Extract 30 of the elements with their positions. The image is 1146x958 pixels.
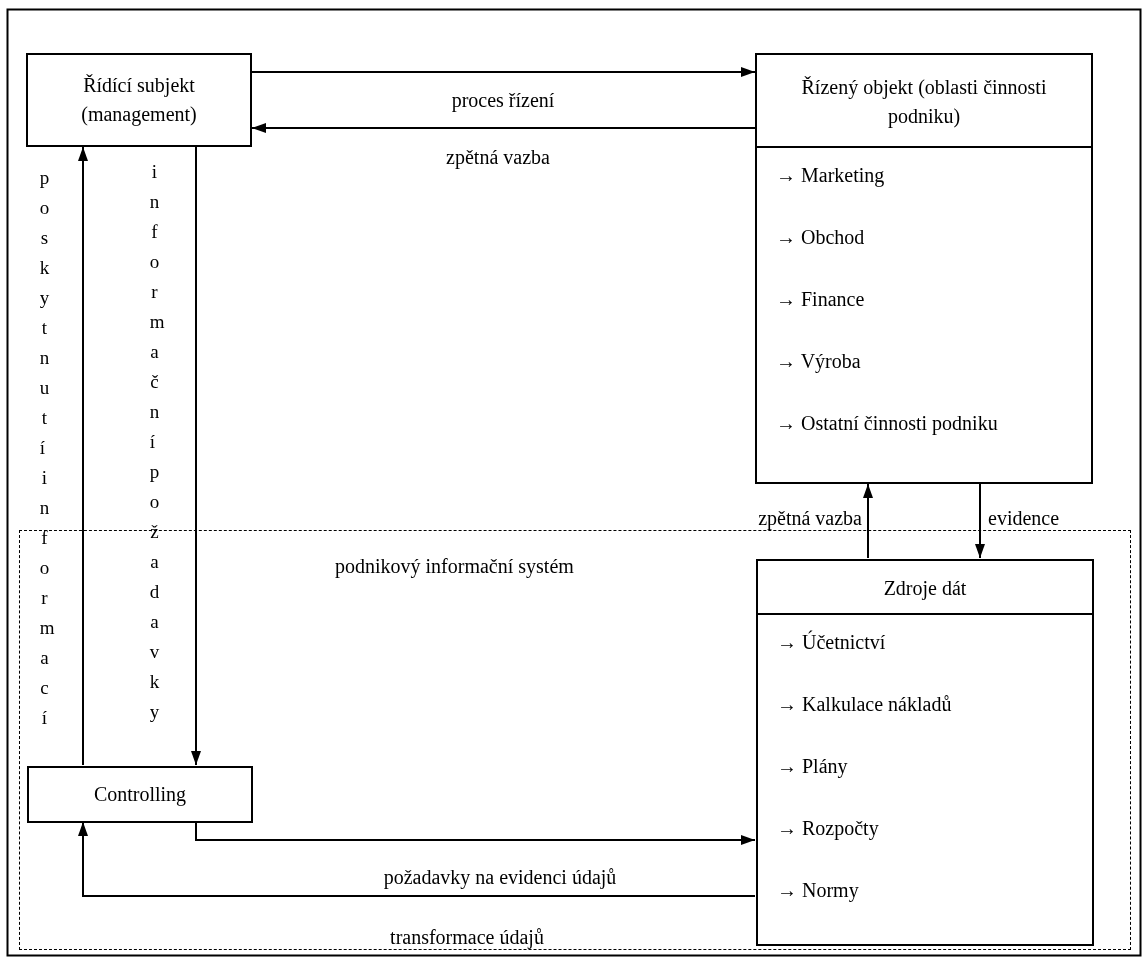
- list-item: → Rozpočty: [777, 816, 879, 842]
- list-item: → Obchod: [776, 225, 865, 250]
- edge-label: poskytnutí informací: [38, 166, 55, 730]
- list-item: → Finance: [776, 287, 865, 312]
- edge-label: transformace údajů: [390, 926, 544, 948]
- box-title: Controlling: [93, 782, 187, 808]
- arrow: [251, 67, 756, 77]
- arrow: [191, 146, 201, 766]
- subject-box: [26, 53, 252, 147]
- arrow: [78, 821, 756, 897]
- edge-label: požadavky na evidenci údajů: [383, 866, 617, 888]
- region-label: podnikový informační systém: [335, 554, 574, 578]
- list-item: → Normy: [777, 878, 859, 904]
- list-item: → Plány: [777, 754, 848, 780]
- box-title: Zdroje dát: [883, 575, 967, 602]
- arrow: [78, 146, 88, 766]
- arrow: [195, 821, 756, 845]
- list-item: → Marketing: [776, 163, 885, 189]
- arrow: [251, 123, 756, 133]
- data-box: [756, 559, 1094, 946]
- list-item: → Ostatní činnosti podniku: [776, 411, 998, 437]
- arrow: [863, 483, 873, 559]
- process-box: [27, 766, 253, 823]
- object-box: [755, 53, 1093, 484]
- arrow: [975, 483, 985, 559]
- box-title: Řídící subjekt (management): [80, 73, 198, 128]
- list-item: → Výroba: [776, 349, 861, 375]
- list-item: → Kalkulace nákladů: [777, 692, 952, 717]
- box-title: Řízený objekt (oblasti činnosti podniku): [800, 74, 1048, 130]
- list-item: → Účetnictví: [777, 629, 886, 655]
